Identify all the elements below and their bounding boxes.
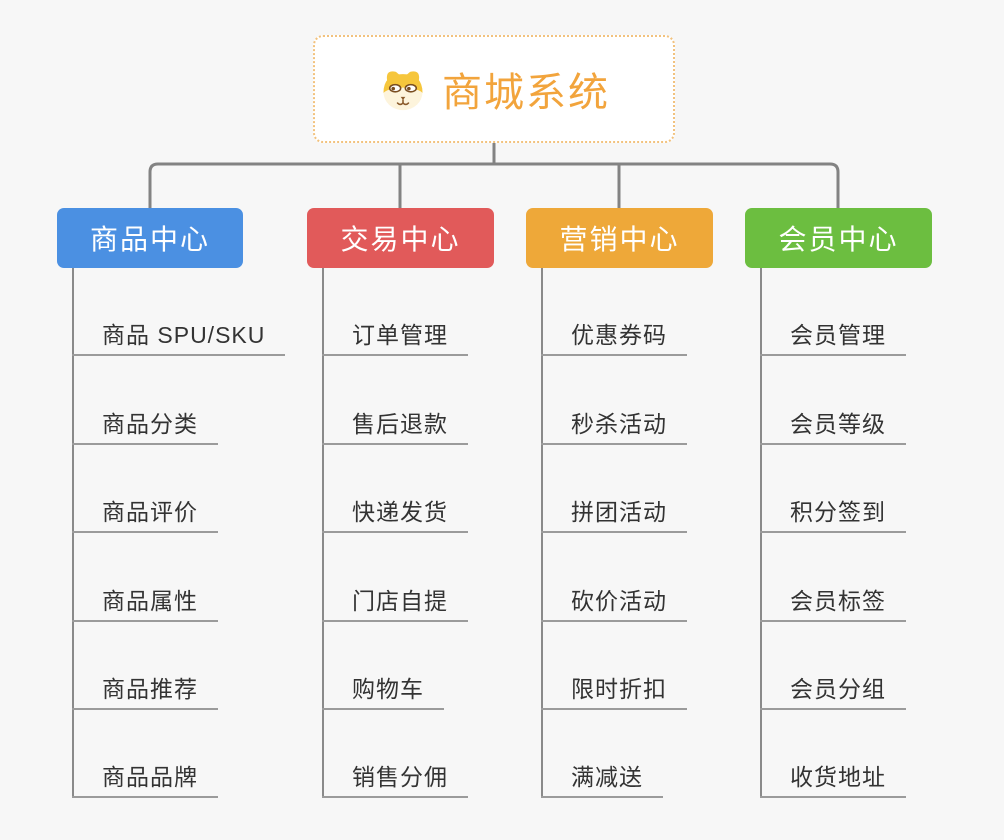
branch-trunk-line xyxy=(72,268,74,798)
branch-header-marketing-center[interactable]: 营销中心 xyxy=(526,208,713,268)
leaf-node[interactable]: 商品品牌 xyxy=(72,762,218,798)
branch-header-trade-center[interactable]: 交易中心 xyxy=(307,208,494,268)
leaf-node[interactable]: 商品评价 xyxy=(72,497,218,533)
leaf-node[interactable]: 砍价活动 xyxy=(541,586,687,622)
leaf-node[interactable]: 会员标签 xyxy=(760,586,906,622)
leaf-node[interactable]: 收货地址 xyxy=(760,762,906,798)
leaf-node[interactable]: 商品分类 xyxy=(72,409,218,445)
branch-trunk-line xyxy=(322,268,324,798)
root-node[interactable]: 商城系统 xyxy=(313,35,675,143)
leaf-node[interactable]: 购物车 xyxy=(322,674,444,710)
branch-label: 商品中心 xyxy=(89,224,210,255)
leaf-node[interactable]: 满减送 xyxy=(541,762,663,798)
leaf-node[interactable]: 优惠券码 xyxy=(541,320,687,356)
leaf-node[interactable]: 快递发货 xyxy=(322,497,468,533)
leaf-node[interactable]: 商品推荐 xyxy=(72,674,218,710)
leaf-node[interactable]: 会员等级 xyxy=(760,409,906,445)
branch-trunk-line xyxy=(541,268,543,798)
branch-label: 营销中心 xyxy=(559,224,680,255)
leaf-node[interactable]: 会员管理 xyxy=(760,320,906,356)
leaf-node[interactable]: 拼团活动 xyxy=(541,497,687,533)
leaf-node[interactable]: 订单管理 xyxy=(322,320,468,356)
leaf-node[interactable]: 销售分佣 xyxy=(322,762,468,798)
leaf-node[interactable]: 商品 SPU/SKU xyxy=(72,320,286,356)
leaf-node[interactable]: 售后退款 xyxy=(322,409,468,445)
branch-trunk-line xyxy=(760,268,762,798)
leaf-node[interactable]: 商品属性 xyxy=(72,586,218,622)
branch-header-product-center[interactable]: 商品中心 xyxy=(57,208,243,268)
root-title: 商城系统 xyxy=(442,71,610,115)
branch-label: 会员中心 xyxy=(778,224,899,255)
leaf-node[interactable]: 限时折扣 xyxy=(541,674,687,710)
leaf-node[interactable]: 会员分组 xyxy=(760,674,906,710)
branch-header-member-center[interactable]: 会员中心 xyxy=(745,208,932,268)
shiba-dog-icon xyxy=(378,64,428,114)
leaf-node[interactable]: 积分签到 xyxy=(760,497,906,533)
branch-label: 交易中心 xyxy=(340,224,461,255)
leaf-node[interactable]: 秒杀活动 xyxy=(541,409,687,445)
leaf-node[interactable]: 门店自提 xyxy=(322,586,468,622)
